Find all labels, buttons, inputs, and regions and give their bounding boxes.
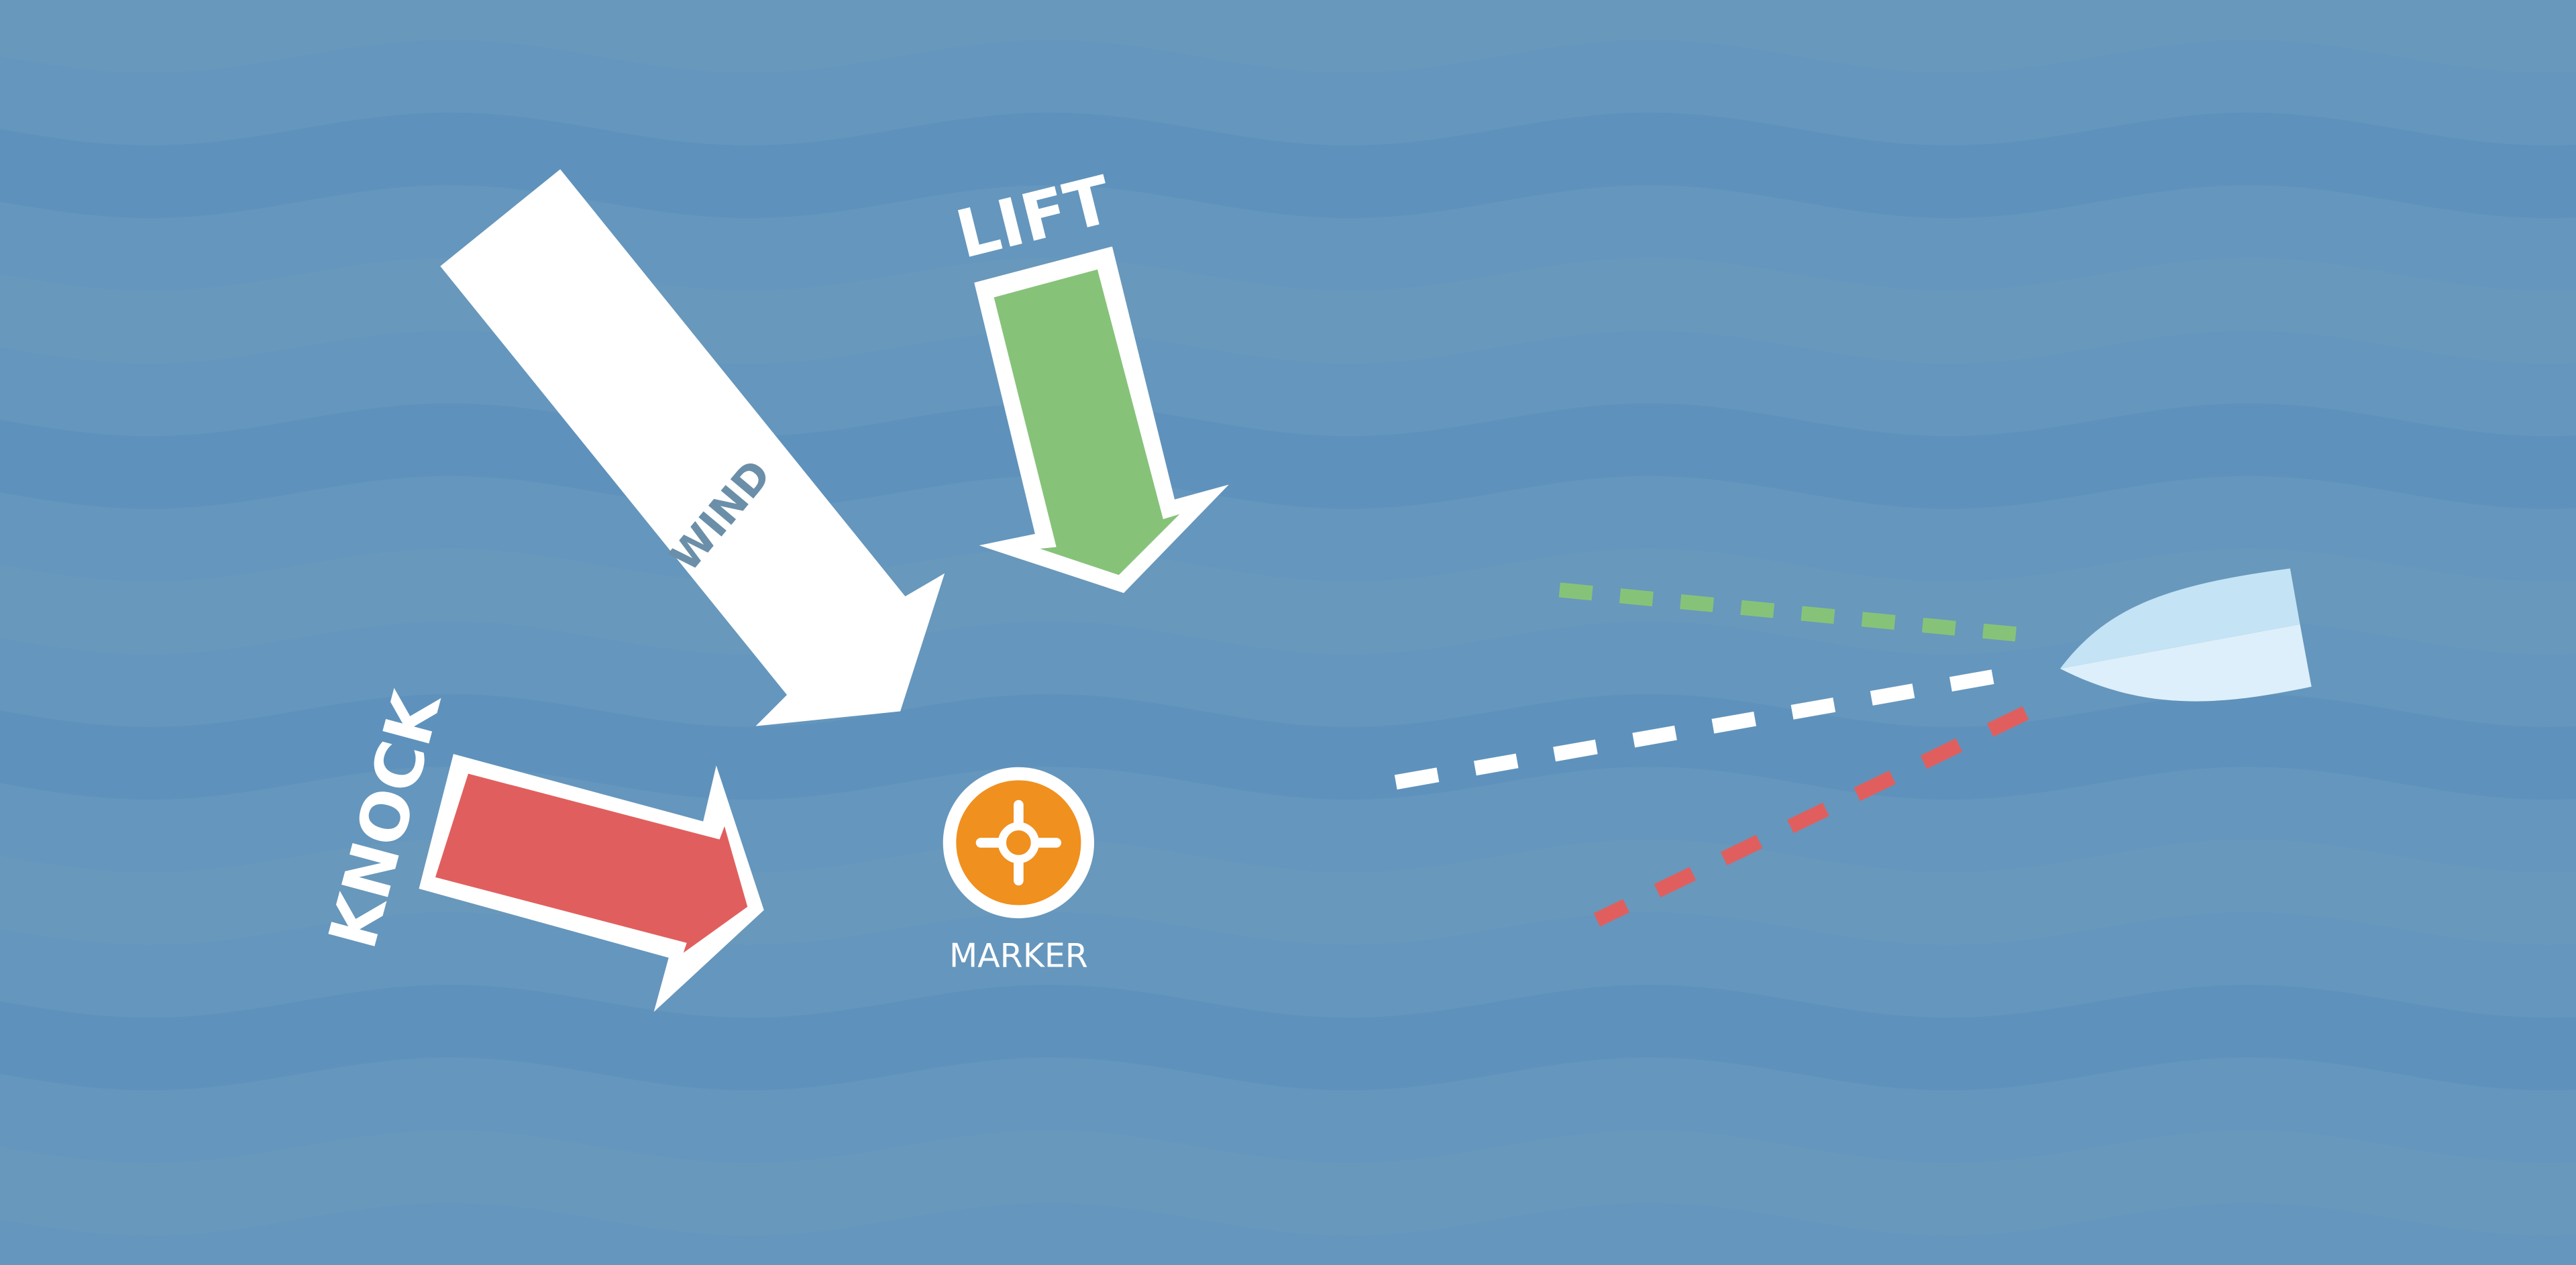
course-lines bbox=[1358, 580, 2029, 927]
wave-band bbox=[0, 694, 2576, 800]
wave-bands bbox=[0, 0, 2576, 1235]
wave-band bbox=[0, 0, 2576, 73]
marker: MARKER bbox=[943, 767, 1095, 975]
marker-label: MARKER bbox=[949, 936, 1088, 975]
lift-course-line bbox=[1540, 580, 2017, 642]
wave-band bbox=[0, 1130, 2576, 1236]
boat-hull-bottom bbox=[2060, 624, 2312, 702]
current-course-line bbox=[1358, 669, 1994, 796]
wind-arrow-shape bbox=[440, 169, 945, 726]
lift-arrow-fill bbox=[994, 269, 1180, 575]
crosshair-icon bbox=[943, 767, 1095, 919]
knock-arrow-fill bbox=[435, 773, 748, 953]
knock-course-line bbox=[1593, 706, 2029, 927]
wind-arrow: WIND bbox=[440, 169, 945, 726]
boat-hull-top bbox=[2060, 568, 2300, 669]
wave-band bbox=[0, 112, 2576, 219]
wave-band bbox=[0, 985, 2576, 1091]
boat-icon bbox=[2060, 568, 2312, 702]
